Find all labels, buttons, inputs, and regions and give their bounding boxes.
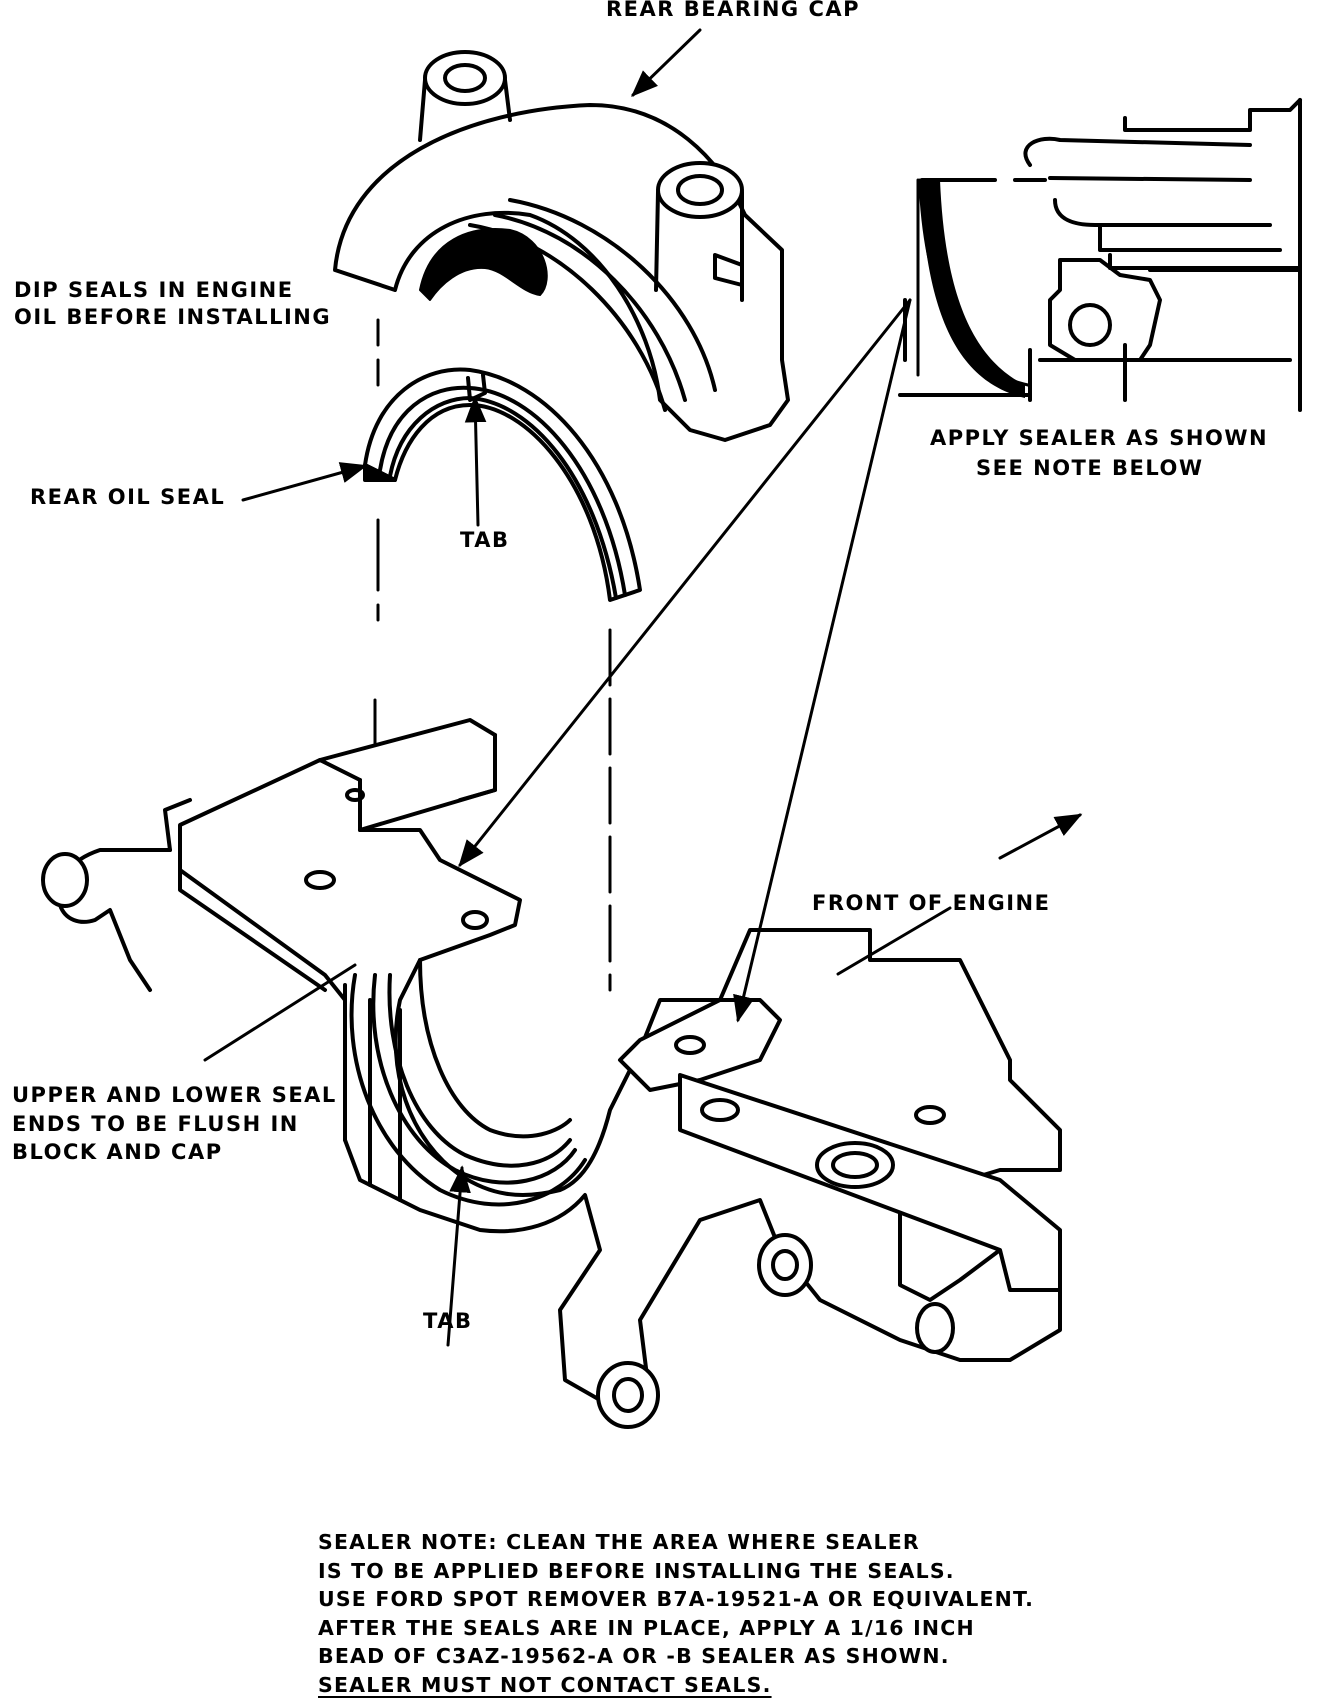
tab-upper-label: TAB (460, 526, 509, 554)
rear-oil-seal-upper (365, 369, 640, 600)
sealer-detail-inset (900, 100, 1300, 410)
front-of-engine-label: FRONT OF ENGINE (812, 889, 1050, 917)
rear-bearing-cap (335, 52, 788, 440)
sealer-note-line4: AFTER THE SEALS ARE IN PLACE, APPLY A 1/… (318, 1614, 1034, 1643)
flush-seal-ends-label-line3: BLOCK AND CAP (12, 1138, 223, 1166)
dip-seals-label-line2: OIL BEFORE INSTALLING (14, 303, 331, 331)
apply-sealer-label-line2: SEE NOTE BELOW (976, 454, 1204, 482)
tab-lower-label: TAB (423, 1307, 472, 1335)
sealer-note-line5: BEAD OF C3AZ-19562-A OR -B SEALER AS SHO… (318, 1642, 1034, 1671)
flush-seal-ends-label-line2: ENDS TO BE FLUSH IN (12, 1110, 299, 1138)
rear-bearing-cap-label: REAR BEARING CAP (606, 0, 860, 23)
dip-seals-label-line1: DIP SEALS IN ENGINE (14, 276, 294, 304)
flush-seal-ends-label-line1: UPPER AND LOWER SEAL (12, 1081, 337, 1109)
rear-oil-seal-label: REAR OIL SEAL (30, 483, 225, 511)
sealer-note-line2: IS TO BE APPLIED BEFORE INSTALLING THE S… (318, 1557, 1034, 1586)
sealer-note-line1: SEALER NOTE: CLEAN THE AREA WHERE SEALER (318, 1528, 1034, 1557)
sealer-note-line6: SEALER MUST NOT CONTACT SEALS. (318, 1671, 1034, 1699)
apply-sealer-label-line1: APPLY SEALER AS SHOWN (930, 424, 1268, 452)
cylinder-block (43, 720, 1060, 1427)
sealer-note-line3: USE FORD SPOT REMOVER B7A-19521-A OR EQU… (318, 1585, 1034, 1614)
sealer-note: SEALER NOTE: CLEAN THE AREA WHERE SEALER… (318, 1528, 1034, 1699)
